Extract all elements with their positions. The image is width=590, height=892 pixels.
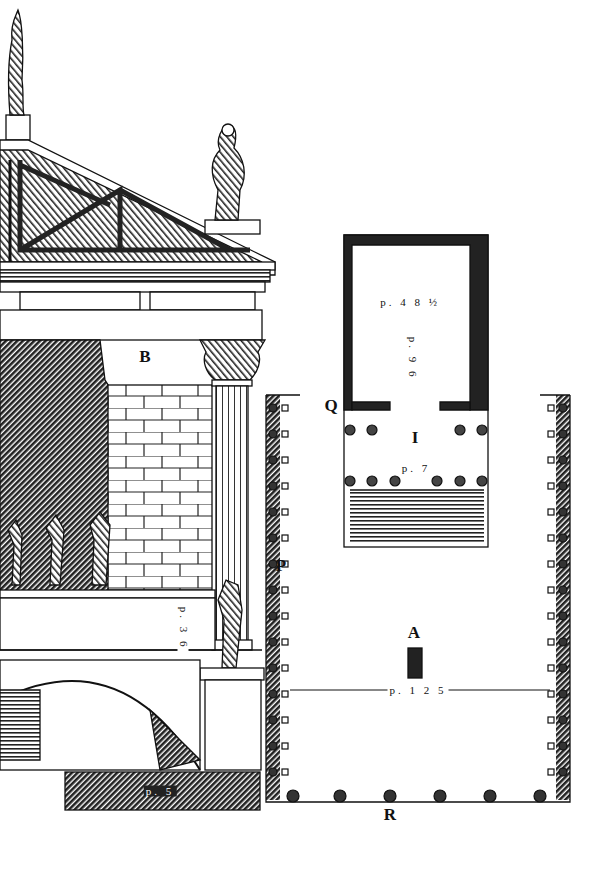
pilaster-mark bbox=[548, 561, 554, 567]
column-mark bbox=[269, 430, 277, 438]
column-mark bbox=[269, 612, 277, 620]
part-letter: R bbox=[384, 806, 396, 823]
column-mark bbox=[559, 508, 567, 516]
column-mark bbox=[269, 664, 277, 672]
column-mark bbox=[434, 790, 446, 802]
column-mark bbox=[559, 716, 567, 724]
pilaster-mark bbox=[548, 769, 554, 775]
column-mark bbox=[559, 638, 567, 646]
column-mark bbox=[559, 612, 567, 620]
column-mark bbox=[269, 768, 277, 776]
pilaster-mark bbox=[548, 717, 554, 723]
column-mark bbox=[269, 742, 277, 750]
column-mark bbox=[559, 560, 567, 568]
column-mark bbox=[559, 430, 567, 438]
pilaster-mark bbox=[548, 535, 554, 541]
column-mark bbox=[559, 768, 567, 776]
column-mark bbox=[269, 638, 277, 646]
pilaster-mark bbox=[282, 587, 288, 593]
column-mark bbox=[559, 404, 567, 412]
pilaster-mark bbox=[282, 717, 288, 723]
column-mark bbox=[559, 586, 567, 594]
column-mark bbox=[559, 534, 567, 542]
column-mark bbox=[432, 476, 442, 486]
dimension-label: p. 3 6 bbox=[178, 605, 189, 652]
pilaster-mark bbox=[282, 665, 288, 671]
column-mark bbox=[559, 664, 567, 672]
column-mark bbox=[345, 476, 355, 486]
column-mark bbox=[269, 508, 277, 516]
column-mark bbox=[287, 790, 299, 802]
pilaster-mark bbox=[548, 431, 554, 437]
column-mark bbox=[269, 716, 277, 724]
column-mark bbox=[269, 586, 277, 594]
pilaster-mark bbox=[548, 405, 554, 411]
part-letter: I bbox=[412, 429, 419, 446]
pilaster-mark bbox=[548, 743, 554, 749]
column-mark bbox=[559, 742, 567, 750]
column-mark bbox=[384, 790, 396, 802]
pilaster-mark bbox=[282, 509, 288, 515]
dimension-label: p. 9 6 bbox=[407, 335, 418, 382]
part-letter: A bbox=[408, 624, 420, 641]
pilaster-mark bbox=[282, 457, 288, 463]
column-mark bbox=[455, 476, 465, 486]
pilaster-mark bbox=[548, 691, 554, 697]
pilaster-mark bbox=[282, 743, 288, 749]
dimension-label: p. 5 bbox=[144, 786, 177, 797]
pilaster-mark bbox=[282, 613, 288, 619]
column-mark bbox=[269, 456, 277, 464]
pilaster-mark bbox=[282, 535, 288, 541]
column-mark bbox=[477, 476, 487, 486]
pilaster-mark bbox=[548, 665, 554, 671]
column-mark bbox=[367, 425, 377, 435]
column-mark bbox=[269, 482, 277, 490]
column-mark bbox=[484, 790, 496, 802]
column-mark bbox=[334, 790, 346, 802]
pilaster-mark bbox=[282, 639, 288, 645]
column-mark bbox=[559, 456, 567, 464]
pilaster-mark bbox=[282, 691, 288, 697]
dimension-label: p. 4 8 ½ bbox=[378, 297, 442, 308]
column-mark bbox=[559, 690, 567, 698]
pilaster-mark bbox=[282, 483, 288, 489]
part-letter: Q bbox=[324, 397, 337, 414]
part-letter: B bbox=[139, 348, 150, 365]
pilaster-mark bbox=[282, 405, 288, 411]
pilaster-mark bbox=[282, 769, 288, 775]
column-mark bbox=[390, 476, 400, 486]
column-mark bbox=[534, 790, 546, 802]
dimension-label: p. 1 2 5 bbox=[388, 685, 449, 696]
pilaster-mark bbox=[548, 483, 554, 489]
column-mark bbox=[455, 425, 465, 435]
column-mark bbox=[269, 404, 277, 412]
pilaster-mark bbox=[548, 613, 554, 619]
column-mark bbox=[269, 560, 277, 568]
column-mark bbox=[559, 482, 567, 490]
pilaster-mark bbox=[282, 431, 288, 437]
column-mark bbox=[345, 425, 355, 435]
pilaster-mark bbox=[548, 509, 554, 515]
column-mark bbox=[477, 425, 487, 435]
pilaster-mark bbox=[548, 587, 554, 593]
dimension-label: p. 7 bbox=[400, 463, 433, 474]
pilaster-mark bbox=[548, 457, 554, 463]
column-mark bbox=[269, 534, 277, 542]
column-mark bbox=[367, 476, 377, 486]
pilaster-mark bbox=[548, 639, 554, 645]
part-letter: P bbox=[276, 557, 286, 574]
column-mark bbox=[269, 690, 277, 698]
